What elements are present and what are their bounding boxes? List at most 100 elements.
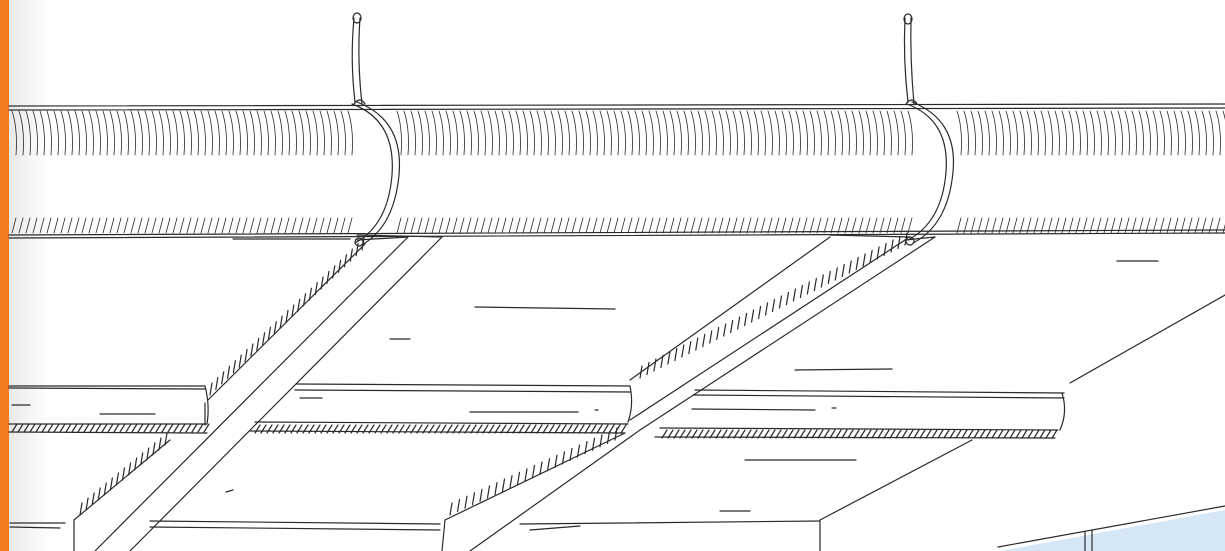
pipe-rib-lower	[348, 218, 352, 233]
flange-hatch	[1010, 430, 1015, 438]
flange-hatch	[1022, 430, 1027, 438]
flange-hatch	[174, 424, 179, 432]
pipe-rib	[1104, 111, 1109, 155]
flange-hatch	[704, 430, 709, 438]
pipe-rib	[19, 111, 24, 155]
pipe-rib-lower	[537, 218, 541, 233]
pipe-rib	[761, 111, 766, 155]
pipe-rib	[215, 111, 220, 155]
pipe-rib	[187, 111, 192, 155]
pipe-rib	[425, 111, 430, 155]
pipe-rib	[621, 111, 626, 155]
pipe-rib-lower	[999, 218, 1003, 233]
flange-hatch	[114, 424, 119, 432]
pipe-rib	[1146, 111, 1151, 155]
flange-hatch	[375, 425, 380, 433]
flange-hatch	[435, 425, 440, 433]
flange-hatch	[710, 430, 715, 438]
runner-hatch	[724, 324, 726, 336]
flange-hatch	[932, 430, 937, 438]
pipe-rib-lower	[593, 218, 597, 233]
pipe-rib-lower	[1069, 218, 1073, 233]
pipe-rib-lower	[1076, 218, 1080, 233]
pipe-rib-lower	[614, 218, 618, 233]
runner-hatch	[147, 448, 149, 460]
pipe-rib	[1041, 111, 1046, 155]
pipe-rib-lower	[432, 218, 436, 233]
flange-hatch	[180, 424, 185, 432]
flange-hatch	[764, 430, 769, 438]
runner-hatch	[510, 476, 512, 488]
pipe-rib	[96, 111, 101, 155]
pipe-rib-lower	[1034, 218, 1038, 233]
runner-hatch	[856, 258, 858, 270]
flange-hatch	[162, 424, 167, 432]
pipe-rib	[299, 111, 304, 155]
pipe-rib-lower	[1118, 218, 1122, 233]
flange-hatch	[770, 430, 775, 438]
flange-hatch	[357, 425, 362, 433]
flange-hatch	[794, 430, 799, 438]
pipe-rib-lower	[628, 218, 632, 233]
flange-hatch	[513, 425, 518, 433]
runner-hatch	[563, 452, 565, 464]
pipe-rib	[726, 111, 731, 155]
flange-hatch	[746, 430, 751, 438]
pipe-rib-lower	[502, 218, 506, 233]
flange-hatch	[255, 425, 260, 433]
pipe-rib	[684, 111, 689, 155]
pipe-rib-lower	[446, 218, 450, 233]
runner-hatch	[689, 342, 691, 354]
flange-hatch	[495, 425, 500, 433]
flange-hatch	[728, 430, 733, 438]
runner-hatch	[759, 307, 761, 319]
runner-hatch	[222, 372, 224, 384]
pipe-rib	[257, 111, 262, 155]
flange-hatch	[126, 424, 131, 432]
pipe-rib	[194, 111, 199, 155]
runner-hatch	[682, 345, 684, 357]
runner-hatch	[696, 338, 698, 350]
pipe-rib	[467, 111, 472, 155]
flange-hatch	[788, 430, 793, 438]
pipe-rib	[803, 111, 808, 155]
runner-hatch	[286, 311, 288, 323]
flange-hatch	[519, 425, 524, 433]
flange-hatch	[54, 424, 59, 432]
pipe-rib-lower	[649, 218, 653, 233]
pipe-rib-lower	[453, 218, 457, 233]
runner-hatch	[518, 472, 520, 484]
runner-hatch	[668, 352, 670, 364]
pipe-rib-lower	[110, 218, 114, 233]
flange-hatch	[261, 425, 266, 433]
pipe-rib	[1202, 111, 1207, 155]
flange-hatch	[483, 425, 488, 433]
flange-hatch	[537, 425, 542, 433]
pipe-rib-lower	[418, 218, 422, 233]
pipe-rib-lower	[775, 218, 779, 233]
runner-hatch	[745, 314, 747, 326]
flange-hatch	[836, 430, 841, 438]
pipe-rib-lower	[845, 218, 849, 233]
pipe-rib	[579, 111, 584, 155]
runner-hatch	[842, 265, 844, 277]
flange-hatch	[585, 425, 590, 433]
flange-hatch	[186, 424, 191, 432]
pipe-rib	[495, 111, 500, 155]
flange-hatch	[471, 425, 476, 433]
runner-hatch	[129, 463, 131, 475]
pipe-rib-lower	[341, 218, 345, 233]
pipe-rib-lower	[278, 218, 282, 233]
flange-hatch	[854, 430, 859, 438]
pipe-rib-lower	[873, 218, 877, 233]
pipe-rib-lower	[236, 218, 240, 233]
pipe-rib-lower	[726, 218, 730, 233]
flange-hatch	[830, 430, 835, 438]
flange-hatch	[722, 430, 727, 438]
pipe-rib	[327, 111, 332, 155]
runner-hatch	[98, 488, 100, 500]
runner-hatch	[315, 283, 317, 295]
flange-hatch	[411, 425, 416, 433]
pipe-rib	[341, 111, 346, 155]
